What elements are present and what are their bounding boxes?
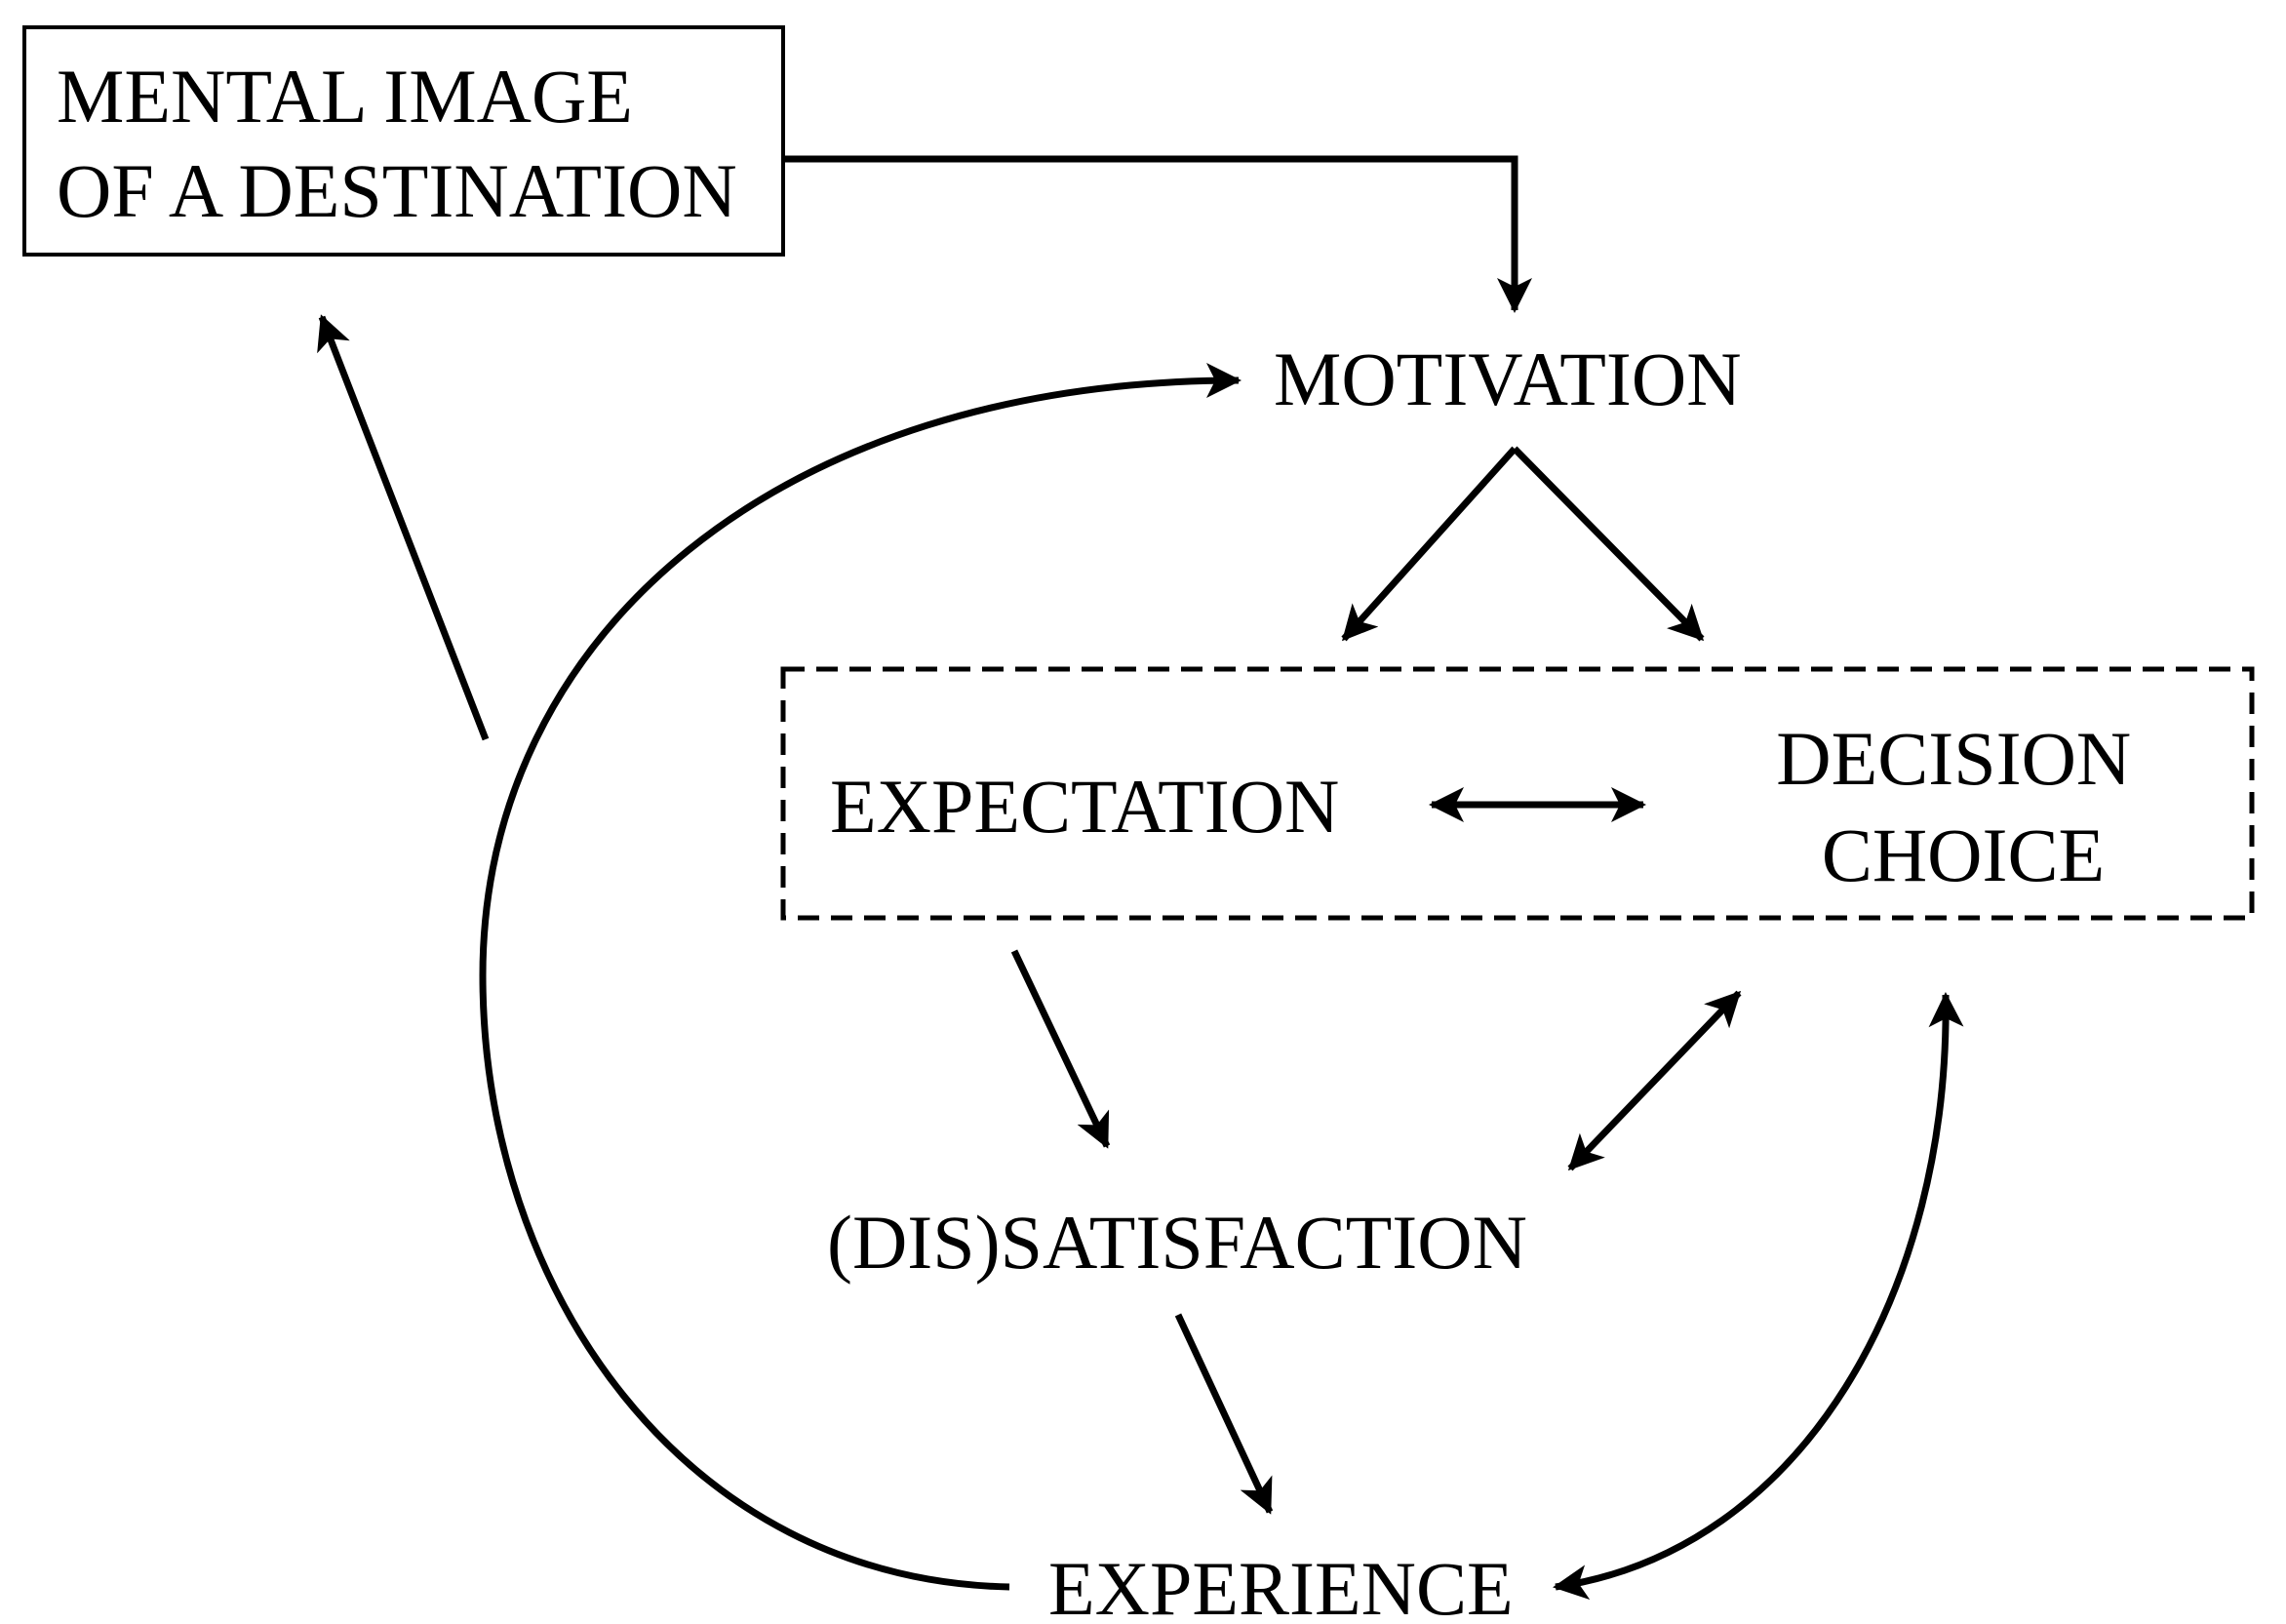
decision-line: DECISION	[1776, 716, 2131, 801]
arrow-dissatisfaction-to-experience	[1174, 1313, 1274, 1515]
decision-choice-label: DECISION CHOICE	[1776, 716, 2150, 897]
arrow-experience-to-motivation	[479, 363, 1242, 1591]
arrow-mental-image-to-motivation	[783, 155, 1532, 313]
dissatisfaction-label: (DIS)SATISFACTION	[827, 1200, 1527, 1285]
expectation-decision-group-box	[780, 666, 2255, 921]
arrow-dissatisfaction-decision	[1567, 990, 1742, 1171]
mental-image-line-1: MENTAL IMAGE	[57, 54, 633, 139]
mental-image-label: MENTAL IMAGE OF A DESTINATION	[57, 54, 737, 233]
arrow-experience-decision	[1553, 992, 1964, 1601]
arrow-motivation-to-expectation	[1341, 446, 1517, 642]
arrow-expectation-to-dissatisfaction	[1010, 949, 1111, 1149]
expectation-label: EXPECTATION	[830, 764, 1339, 849]
motivation-label: MOTIVATION	[1274, 337, 1742, 421]
mental-image-box	[22, 25, 785, 257]
arrow-motivation-to-decision	[1512, 446, 1705, 642]
arrow-to-mental-image	[317, 314, 490, 741]
experience-label: EXPERIENCE	[1048, 1546, 1514, 1624]
mental-image-line-2: OF A DESTINATION	[57, 148, 737, 233]
choice-line: CHOICE	[1822, 812, 2105, 897]
